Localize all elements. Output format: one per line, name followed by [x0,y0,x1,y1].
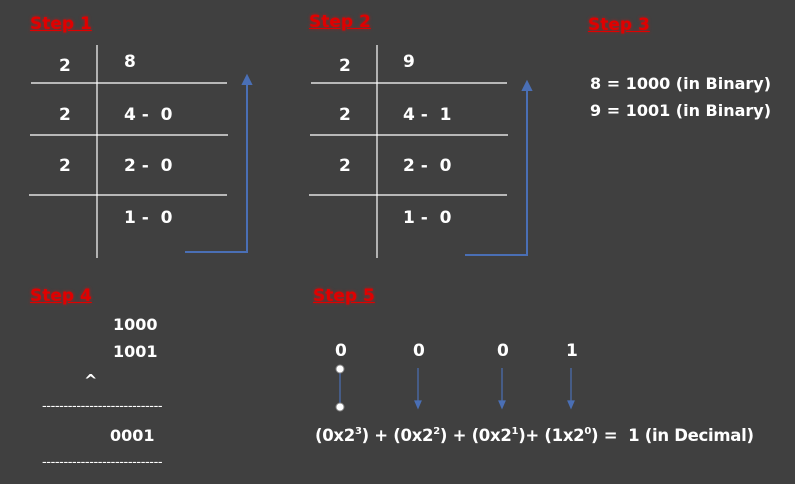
step2-arrow [465,79,533,256]
step4-rule-bottom: ---------------------------- [42,455,163,470]
step1-divisor: 2 [59,156,71,176]
step2-divisor: 2 [339,56,351,76]
handle-top-icon [335,364,345,374]
step5-label: Step 5 [313,286,375,306]
step5-digit: 0 [335,341,347,361]
step5-arrows [339,368,575,410]
step5-digit: 1 [566,341,578,361]
step2-label: Step 2 [309,12,371,32]
handle-bottom-icon [335,402,345,412]
step1-label: Step 1 [30,14,92,34]
step5-digit: 0 [413,341,425,361]
step3-line: 9 = 1001 (in Binary) [590,101,772,120]
step1-table-lines [29,45,228,258]
step1-value: 2 - 0 [124,156,173,176]
step5-equation: (0x23) + (0x22) + (0x21)+ (1x20) = 1 (in… [315,426,754,445]
step4-caret: ^ [84,371,98,390]
step2-value: 4 - 1 [403,105,452,125]
step4-rule-top: ---------------------------- [42,399,163,414]
step2-divisor: 2 [339,105,351,125]
step2-value: 9 [403,52,415,72]
step1-value: 1 - 0 [124,208,173,228]
step5-result: 1 (in Decimal) [622,426,754,445]
step3-line: 8 = 1000 (in Binary) [590,74,772,93]
step1-divisor: 2 [59,56,71,76]
step4-result: 0001 [110,426,155,445]
step2-table-lines [309,45,508,258]
step5-digit: 0 [497,341,509,361]
step1-value: 8 [124,52,136,72]
step4-label: Step 4 [30,286,92,306]
step4-operand-a: 1000 [113,315,158,334]
step2-divisor: 2 [339,156,351,176]
step3-label: Step 3 [588,15,650,35]
step1-arrow [185,73,253,253]
step1-divisor: 2 [59,105,71,125]
step4-operand-b: 1001 [113,342,158,361]
step2-value: 1 - 0 [403,208,452,228]
step2-value: 2 - 0 [403,156,452,176]
step1-value: 4 - 0 [124,105,173,125]
